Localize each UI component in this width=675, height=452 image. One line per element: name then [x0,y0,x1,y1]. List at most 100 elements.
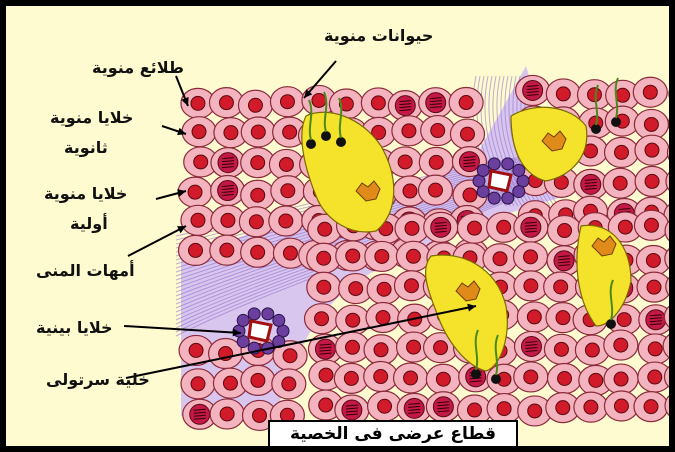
nucleus [617,313,631,327]
nucleus [319,398,333,412]
nucleus [282,377,296,391]
nucleus [219,96,233,110]
nucleus [188,185,202,199]
nucleus [406,249,420,263]
nucleus [218,153,238,173]
interstitial-cell [502,192,514,204]
nucleus [223,376,237,390]
nucleus [248,98,262,112]
nucleus [281,184,295,198]
nucleus [426,93,446,113]
cell [666,166,675,196]
nucleus [342,400,362,420]
label-secondary-spermatocytes-line2: ثانوية [64,138,108,157]
caption-text: قطاع عرضى فى الخصية [290,424,496,444]
nucleus [524,250,538,264]
nucleus [251,373,265,387]
nucleus [190,404,210,424]
nucleus [616,88,630,102]
nucleus [528,404,542,418]
nucleus [251,125,265,139]
nucleus [643,85,657,99]
nucleus [317,280,331,294]
nucleus [585,343,599,357]
label-interstitial-cells: خلايا بينية [36,318,113,337]
nucleus [433,397,453,417]
nucleus [403,184,417,198]
nucleus [644,400,658,414]
nucleus [614,399,628,413]
nucleus [318,222,332,236]
nucleus [405,221,419,235]
interstitial-cell [237,314,249,326]
caption-box: قطاع عرضى فى الخصية [268,420,518,448]
nucleus [460,127,474,141]
nucleus [279,157,293,171]
nucleus [431,124,445,138]
nucleus [554,342,568,356]
sperm-head [306,139,316,149]
nucleus [251,156,265,170]
nucleus [647,280,661,294]
nucleus [645,143,659,157]
interstitial-cell [513,164,525,176]
nucleus [644,117,658,131]
nucleus [349,282,363,296]
interstitial-cell [248,308,260,320]
nucleus [614,338,628,352]
nucleus [377,282,391,296]
nucleus [251,245,265,259]
nucleus [192,125,206,139]
nucleus [345,340,359,354]
nucleus [618,220,632,234]
sperm-head [611,117,621,127]
label-spermatids: طلائع منوية [92,58,184,77]
nucleus [434,341,448,355]
label-primary-spermatocytes-line1: خلايا منوية [44,184,127,203]
nucleus [378,399,392,413]
nucleus [279,214,293,228]
nucleus [315,339,335,359]
blood-vessel [249,321,271,341]
nucleus [521,217,541,237]
nucleus [407,340,421,354]
nucleus [191,377,205,391]
nucleus [556,401,570,415]
nucleus [375,249,389,263]
nucleus [404,279,418,293]
nucleus [280,95,294,109]
nucleus [558,371,572,385]
nucleus [429,155,443,169]
tissue-layer [176,66,675,430]
interstitial-cell [477,164,489,176]
nucleus [251,188,265,202]
nucleus [319,368,333,382]
nucleus [374,370,388,384]
nucleus [283,246,297,260]
cell [667,138,675,168]
nucleus [346,313,360,327]
nucleus [253,408,267,422]
nucleus [646,253,660,267]
nucleus [224,126,238,140]
sperm-head [321,131,331,141]
nucleus [431,217,451,237]
nucleus [402,124,416,138]
nucleus [404,398,424,418]
nucleus [584,400,598,414]
interstitial-cell [502,158,514,170]
nucleus [521,336,541,356]
nucleus [395,96,415,116]
nucleus [554,280,568,294]
nucleus [588,88,602,102]
nucleus [315,312,329,326]
nucleus [218,181,238,201]
nucleus [527,310,541,324]
interstitial-cell [513,186,525,198]
label-spermatogonia: أمهات المنى [36,261,135,280]
nucleus [614,372,628,386]
nucleus [523,80,543,100]
nucleus [671,367,675,387]
nucleus [398,155,412,169]
